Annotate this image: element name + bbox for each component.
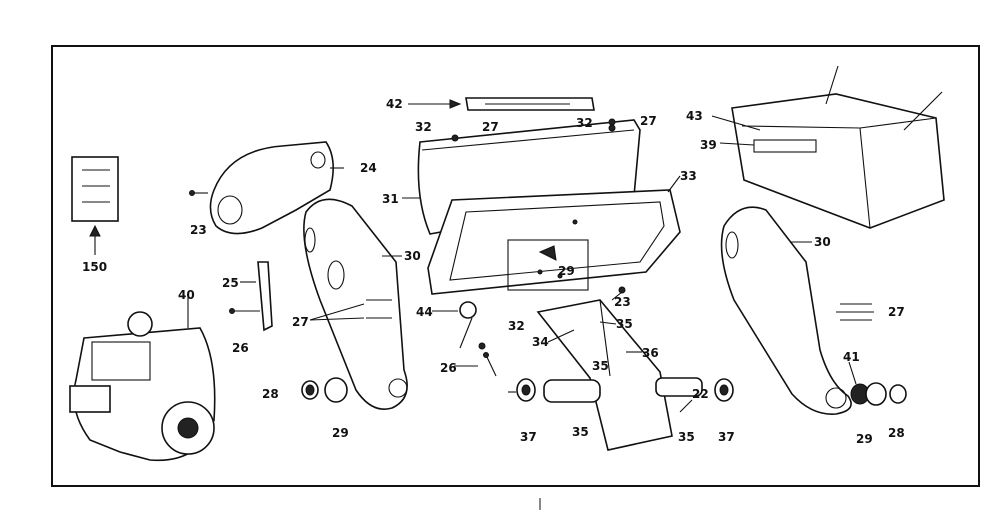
label-33: 33 [680,169,697,183]
label-31: 31 [382,192,399,206]
fasteners [189,118,872,377]
label-30: 30 [814,235,831,249]
label-29: 29 [856,432,873,446]
label-150: 150 [82,260,107,274]
label-35: 35 [592,359,609,373]
label-35: 35 [616,317,633,331]
label-40: 40 [178,288,195,302]
part-41-29-28-right [850,382,907,406]
part-33-frame [427,189,681,295]
label-29: 29 [558,264,575,278]
label-37: 37 [520,430,537,444]
part-43-hopper [731,65,945,229]
part-38-right-plate [720,206,852,415]
label-27: 27 [292,315,309,329]
label-26: 26 [440,361,457,375]
label-32: 32 [576,116,593,130]
label-32: 32 [415,120,432,134]
label-23: 23 [614,295,631,309]
part-24-cover [209,141,334,235]
part-150-manual [71,156,119,255]
label-25: 25 [222,276,239,290]
label-42: 42 [386,97,403,111]
part-25-bracket [257,261,273,332]
label-28: 28 [262,387,279,401]
part-44-gear [459,301,477,349]
part-40-engine [69,311,216,462]
part-labels: 42 32 27 32 27 43 39 24 31 33 23 150 30 … [82,97,905,446]
label-22: 22 [692,387,709,401]
label-39: 39 [700,138,717,152]
label-26: 26 [232,341,249,355]
label-41: 41 [843,350,860,364]
label-28: 28 [888,426,905,440]
label-44: 44 [416,305,433,319]
part-38-left-plate [303,198,408,410]
part-42-bar [408,97,595,111]
part-36-chute [536,299,673,451]
label-23: 23 [190,223,207,237]
label-36: 36 [642,346,659,360]
part-28-29-left [301,377,348,403]
diagram-border [51,45,980,487]
label-27: 27 [888,305,905,319]
part-37-roller-right [655,377,734,402]
label-35: 35 [572,425,589,439]
label-30: 30 [404,249,421,263]
label-32: 32 [508,319,525,333]
part-37-roller-left [516,378,601,403]
label-35: 35 [678,430,695,444]
label-37: 37 [718,430,735,444]
leader-lines [187,115,874,413]
label-29: 29 [332,426,349,440]
label-27: 27 [640,114,657,128]
label-27: 27 [482,120,499,134]
label-24: 24 [360,161,377,175]
label-34: 34 [532,335,549,349]
label-43: 43 [686,109,703,123]
